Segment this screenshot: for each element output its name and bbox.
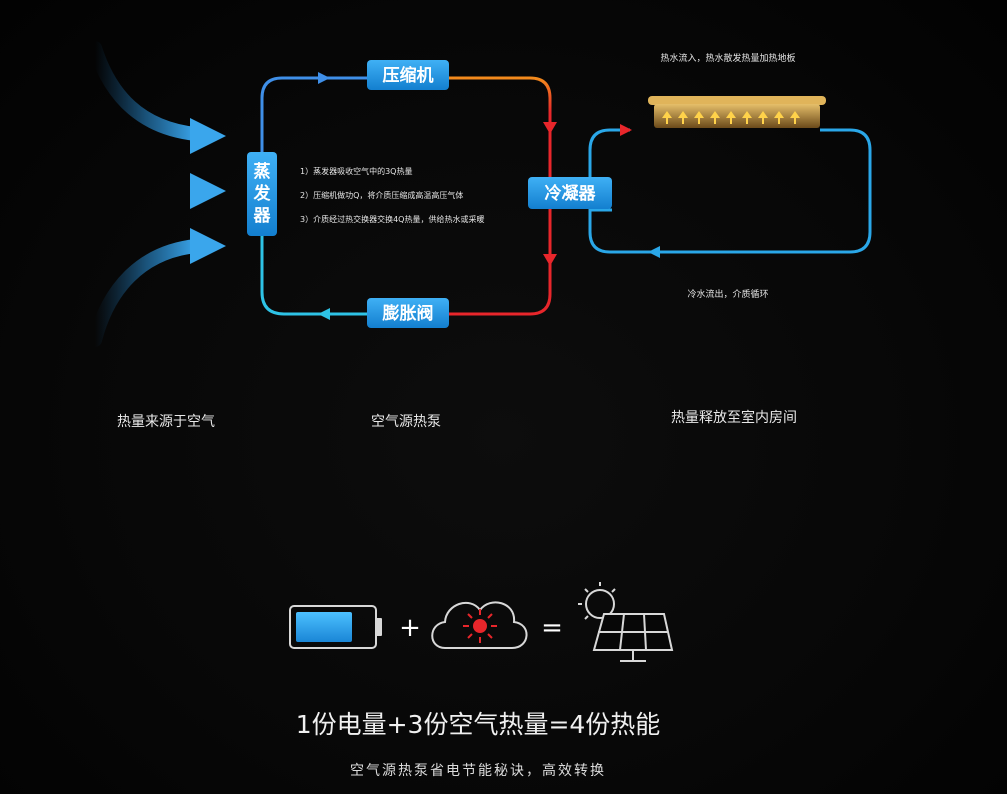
evaporator-label-2: 发: [253, 183, 272, 204]
flow-arrow: [648, 246, 660, 258]
step-2: 2）压缩机做功Q，将介质压缩成高温高压气体: [300, 190, 463, 200]
condenser-node: 冷凝器: [528, 177, 612, 209]
step-3: 3）介质经过热交换器交换4Q热量，供给热水或采暖: [300, 214, 484, 224]
caption-center: 空气源热泵: [371, 414, 441, 430]
floor-heating-loop: [588, 124, 872, 258]
evaporator-label-3: 器: [253, 206, 272, 226]
compressor-label: 压缩机: [383, 65, 434, 86]
evaporator-label-1: 蒸: [254, 162, 271, 182]
expansion-valve-label: 膨胀阀: [383, 303, 434, 324]
flow-arrow: [620, 124, 632, 136]
cloud-sun-icon: [431, 601, 528, 649]
flow-arrow: [318, 308, 330, 320]
caption-right: 热量释放至室内房间: [671, 409, 797, 426]
flow-arrow: [543, 254, 557, 266]
flow-arrow: [543, 122, 557, 134]
battery-icon: [289, 605, 382, 649]
compressor-node: 压缩机: [367, 60, 449, 90]
equals-sign: =: [541, 613, 563, 643]
flow-arrow: [318, 72, 330, 84]
wind-arrows-icon: [88, 41, 226, 347]
process-steps: 1）蒸发器吸收空气中的3Q热量 2）压缩机做功Q，将介质压缩成高温高压气体 3）…: [300, 166, 484, 224]
formula-text: 1份电量+3份空气热量=4份热能: [296, 710, 661, 739]
solar-panel-icon: [578, 582, 674, 662]
cold-water-note: 冷水流出，介质循环: [687, 288, 768, 300]
evaporator-node: 蒸 发 器: [247, 152, 277, 236]
refrigerant-loop: [260, 72, 557, 320]
plus-sign: +: [399, 613, 421, 643]
step-1: 1）蒸发器吸收空气中的3Q热量: [300, 166, 412, 176]
tagline-text: 空气源热泵省电节能秘诀，高效转换: [350, 762, 606, 779]
caption-left: 热量来源于空气: [117, 414, 215, 430]
floor-heater-icon: [648, 96, 826, 128]
condenser-label: 冷凝器: [545, 183, 597, 204]
expansion-valve-node: 膨胀阀: [367, 298, 449, 328]
hot-water-note: 热水流入，热水散发热量加热地板: [660, 52, 795, 64]
